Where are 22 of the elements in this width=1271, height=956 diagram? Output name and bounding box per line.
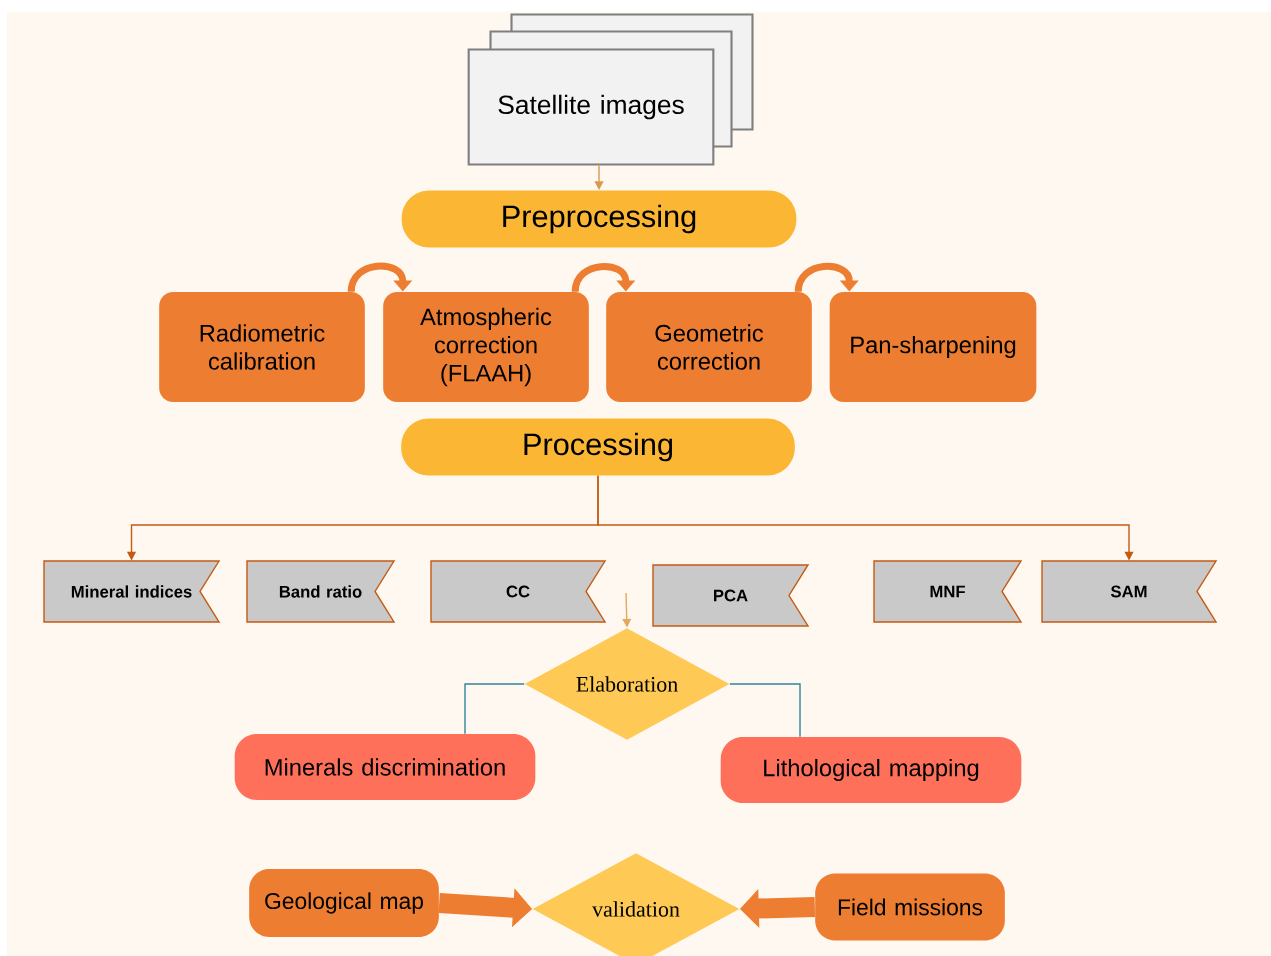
process-box: Geometric correction	[606, 292, 812, 402]
method-tag: PCA	[652, 564, 810, 627]
result-box: Lithological mapping	[720, 737, 1022, 803]
method-tag: SAM	[1041, 560, 1218, 623]
connector-line	[729, 683, 801, 738]
input-box: Geological map	[249, 869, 439, 937]
method-tag: MNF	[873, 560, 1023, 623]
connector-line	[464, 683, 525, 735]
process-box: Atmospheric correction (FLAAH)	[383, 292, 589, 402]
method-tag: Band ratio	[246, 560, 396, 623]
process-box: Radiometric calibration	[159, 292, 365, 402]
image-stack: Satellite images	[467, 13, 754, 166]
curved-arrow	[794, 262, 859, 293]
stage-pill: Processing	[401, 418, 795, 476]
result-box: Minerals discrimination	[234, 734, 536, 800]
input-box: Field missions	[815, 873, 1005, 941]
process-box: Pan-sharpening	[829, 292, 1037, 402]
method-tag: Mineral indices	[43, 560, 221, 623]
stage-pill: Preprocessing	[401, 190, 797, 248]
curved-arrow	[347, 262, 413, 293]
method-tag: CC	[430, 560, 607, 623]
curved-arrow	[571, 263, 636, 293]
